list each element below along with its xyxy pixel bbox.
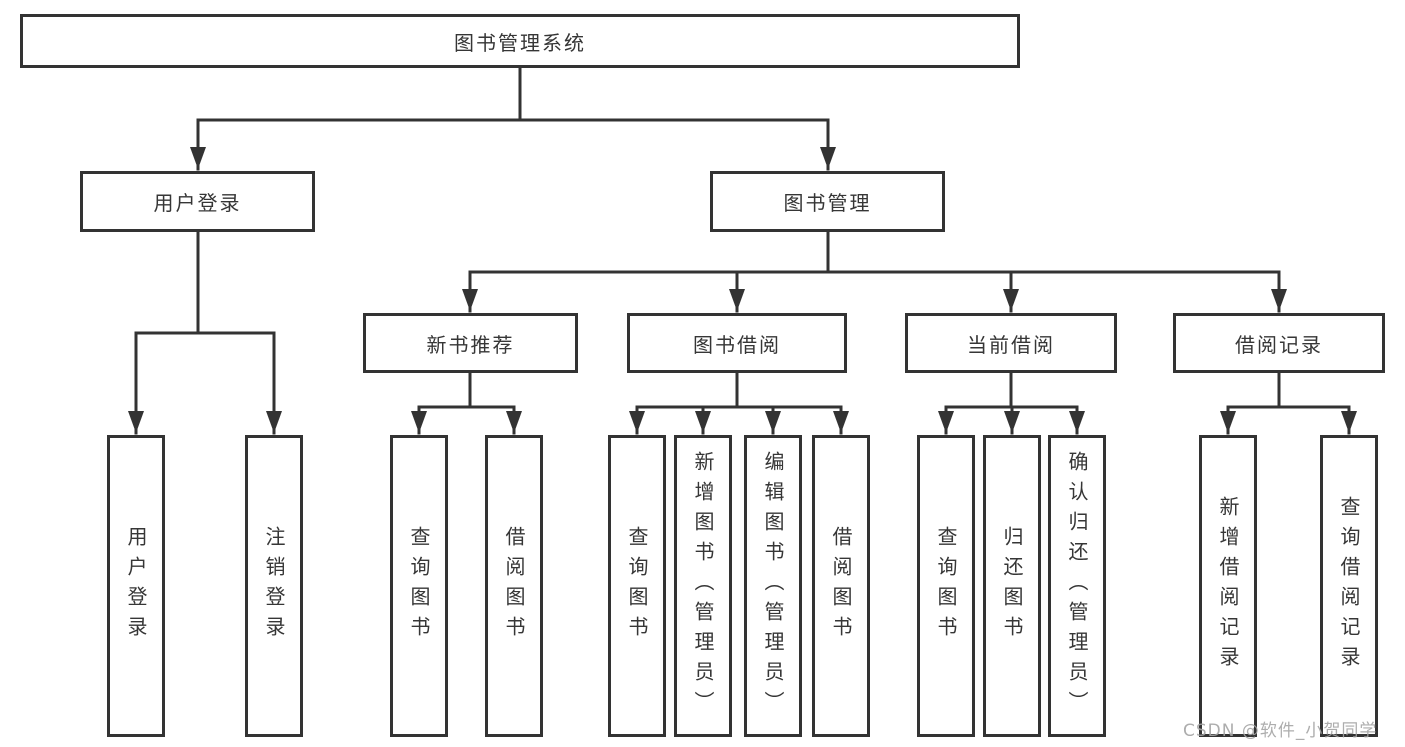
leaf-borrow-books-recommend-label: 借阅图书	[502, 526, 526, 646]
node-book-borrowing-label: 图书借阅	[693, 332, 781, 357]
connector-root-to-level2	[190, 66, 836, 171]
leaf-query-borrow-record: 查询借阅记录	[1320, 435, 1378, 737]
leaf-query-borrow-record-label: 查询借阅记录	[1337, 496, 1361, 676]
leaf-query-books-borrowing-label: 查询图书	[625, 526, 649, 646]
leaf-user-login-label: 用户登录	[124, 526, 148, 646]
node-book-management-branch-label: 图书管理	[783, 191, 872, 215]
leaf-borrow-books-recommend: 借阅图书	[485, 435, 543, 737]
leaf-add-borrow-record: 新增借阅记录	[1199, 435, 1257, 737]
leaf-add-book-admin-label: 新增图书（管理员）	[691, 451, 715, 721]
connector-book-management-branch	[462, 230, 1287, 313]
leaf-return-books: 归还图书	[983, 435, 1041, 737]
leaf-query-books-recommend: 查询图书	[390, 435, 448, 737]
connector-borrowing-records	[1220, 371, 1357, 435]
node-borrowing-records: 借阅记录	[1173, 313, 1385, 373]
node-user-login-branch: 用户登录	[80, 171, 315, 232]
leaf-add-borrow-record-label: 新增借阅记录	[1216, 496, 1240, 676]
connector-new-book-recommend	[411, 371, 522, 435]
connector-book-borrowing	[629, 371, 849, 435]
leaf-query-books-current-label: 查询图书	[934, 526, 958, 646]
node-new-book-recommend-label: 新书推荐	[426, 332, 515, 357]
watermark-text: CSDN @软件_小贺同学	[1183, 721, 1378, 741]
connector-current-borrowing	[938, 371, 1085, 435]
leaf-confirm-return-admin: 确认归还（管理员）	[1048, 435, 1106, 737]
leaf-query-books-recommend-label: 查询图书	[407, 526, 431, 646]
node-new-book-recommend: 新书推荐	[363, 313, 578, 373]
leaf-borrow-books-borrowing-label: 借阅图书	[829, 526, 853, 646]
leaf-user-login: 用户登录	[107, 435, 165, 737]
node-root-label: 图书管理系统	[454, 30, 586, 55]
node-borrowing-records-label: 借阅记录	[1235, 332, 1323, 357]
node-current-borrowing-label: 当前借阅	[967, 332, 1055, 357]
leaf-return-books-label: 归还图书	[1000, 526, 1024, 646]
leaf-edit-book-admin-label: 编辑图书（管理员）	[761, 451, 785, 721]
node-current-borrowing: 当前借阅	[905, 313, 1117, 373]
connector-user-login-branch	[128, 230, 282, 435]
node-user-login-branch-label: 用户登录	[153, 191, 242, 215]
leaf-borrow-books-borrowing: 借阅图书	[812, 435, 870, 737]
leaf-edit-book-admin: 编辑图书（管理员）	[744, 435, 802, 737]
leaf-query-books-borrowing: 查询图书	[608, 435, 666, 737]
leaf-logout: 注销登录	[245, 435, 303, 737]
node-book-borrowing: 图书借阅	[627, 313, 847, 373]
node-root: 图书管理系统	[20, 14, 1020, 68]
node-book-management-branch: 图书管理	[710, 171, 945, 232]
leaf-confirm-return-admin-label: 确认归还（管理员）	[1065, 451, 1089, 721]
leaf-logout-label: 注销登录	[262, 526, 286, 646]
leaf-add-book-admin: 新增图书（管理员）	[674, 435, 732, 737]
leaf-query-books-current: 查询图书	[917, 435, 975, 737]
